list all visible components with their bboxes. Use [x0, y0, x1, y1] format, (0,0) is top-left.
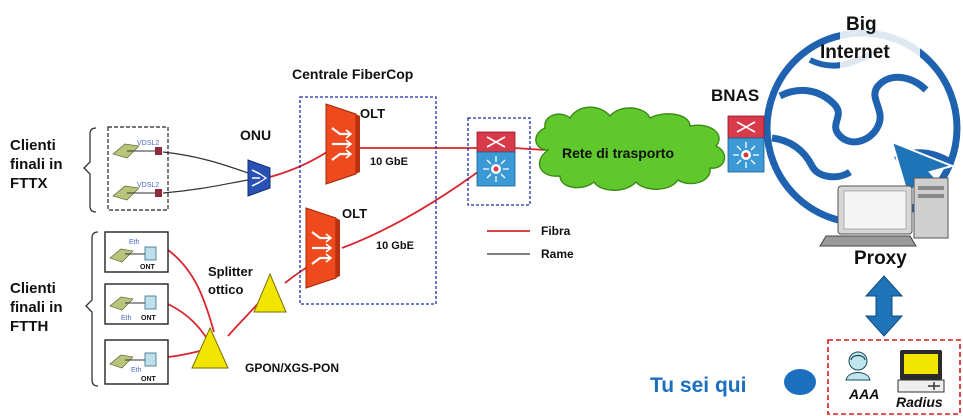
- vdsl-port-label: VDSL2: [137, 182, 159, 189]
- ftth-device: Eth ONT: [104, 339, 169, 385]
- ftth-label: Clienti finali in FTTH: [10, 280, 67, 335]
- bidirectional-arrow-icon: [864, 275, 904, 337]
- central-box: [299, 96, 437, 305]
- splitter-icon: [253, 272, 287, 313]
- fiber-cable: [167, 249, 215, 333]
- transport-cloud: [535, 106, 726, 191]
- ftth-device: Eth ONT: [104, 231, 169, 273]
- legend-fibra: Fibra: [541, 224, 571, 238]
- onu-label: ONU: [240, 127, 271, 143]
- fttx-device-group: [107, 126, 169, 211]
- fttx-label: Clienti finali in FTTX: [10, 137, 67, 192]
- switch-box: [467, 117, 531, 206]
- copper-cable: [162, 151, 249, 174]
- vdsl-modem: VDSL2: [112, 182, 162, 201]
- you-are-here-label: Tu sei qui: [650, 374, 746, 397]
- eth-port-label: Eth: [129, 239, 140, 246]
- olt-speed: 10 GbE: [376, 240, 414, 252]
- proxy-computer-icon: [819, 177, 949, 247]
- radius-server-icon: [897, 350, 945, 393]
- fiber-cable: [167, 303, 209, 341]
- fttx-bracket: [83, 127, 97, 213]
- central-title: Centrale FiberCop: [292, 66, 413, 82]
- proxy-label: Proxy: [854, 248, 907, 269]
- bnas-router: [727, 115, 765, 173]
- internet-label: Big Internet: [820, 14, 890, 63]
- eth-port-label: Eth: [121, 315, 132, 322]
- splitter-icon: [191, 326, 229, 369]
- copper-cable: [162, 179, 249, 194]
- aaa-user-icon: [845, 351, 871, 381]
- olt-speed: 10 GbE: [370, 156, 408, 168]
- olt-device: [305, 207, 340, 289]
- legend: Fibra Rame: [487, 224, 574, 261]
- ont-label: ONT: [140, 264, 156, 271]
- eth-port-label: Eth: [131, 367, 142, 374]
- ftth-bracket: [85, 231, 99, 387]
- ftth-device: Eth ONT: [104, 283, 169, 325]
- vdsl-modem: VDSL2: [112, 140, 162, 159]
- fiber-cable: [341, 165, 487, 249]
- pon-label: GPON/XGS-PON: [245, 361, 339, 375]
- cloud-label: Rete di trasporto: [562, 145, 674, 161]
- aggregation-switch: [476, 131, 516, 187]
- you-are-here-marker: [784, 369, 816, 395]
- radius-label: Radius: [896, 394, 943, 410]
- bnas-label: BNAS: [711, 86, 759, 105]
- aaa-radius-box: [827, 339, 961, 415]
- ont-label: ONT: [141, 376, 157, 383]
- vdsl-port-label: VDSL2: [137, 140, 159, 147]
- olt-name: OLT: [360, 106, 385, 121]
- internet-label-bg: [840, 0, 920, 70]
- legend-rame: Rame: [541, 247, 574, 261]
- splitter-label: Splitter ottico: [208, 264, 256, 297]
- olt-name: OLT: [342, 206, 367, 221]
- onu-device: [247, 159, 271, 197]
- ont-label: ONT: [141, 315, 157, 322]
- aaa-label: AAA: [848, 386, 879, 402]
- olt-device: [325, 103, 360, 185]
